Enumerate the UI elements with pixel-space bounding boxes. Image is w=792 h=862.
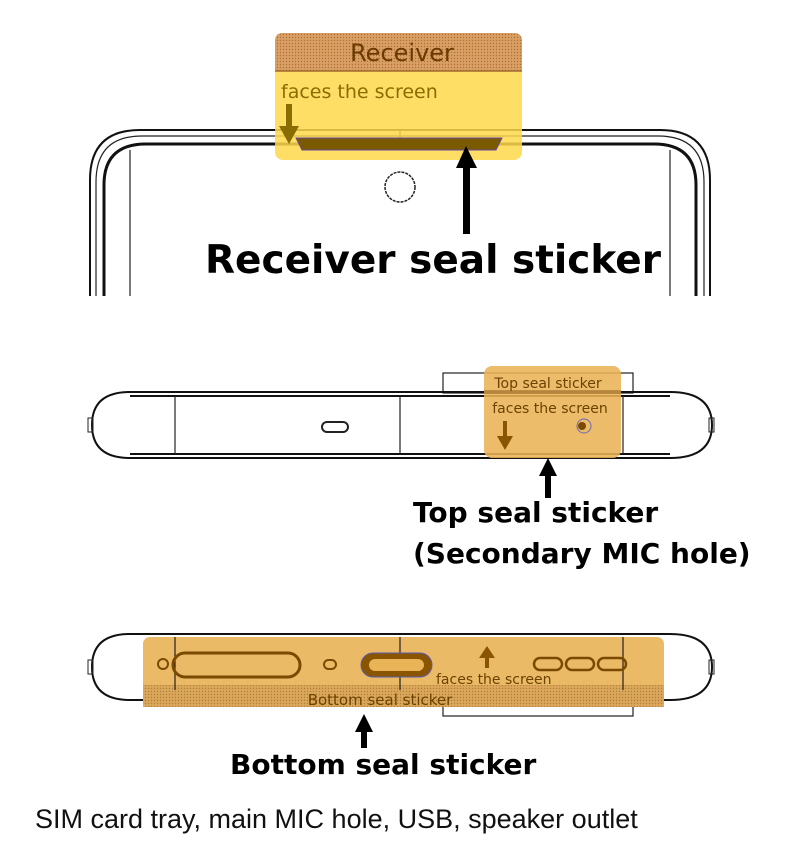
arrow-down-icon <box>497 421 513 450</box>
receiver-slot <box>295 137 503 151</box>
top-slot-icon <box>321 421 349 433</box>
secondary-mic-hole-icon <box>576 418 592 434</box>
main-mic-hole-icon <box>323 659 337 670</box>
bottom-caption: SIM card tray, main MIC hole, USB, speak… <box>35 804 638 834</box>
arrow-down-icon <box>279 104 299 144</box>
top-pointer-arrow <box>539 458 557 498</box>
receiver-pointer-arrow <box>456 146 477 234</box>
receiver-seal-label: Receiver seal sticker <box>205 238 662 283</box>
top-faces-note: faces the screen <box>492 401 608 417</box>
receiver-sticker: Receiver faces the screen <box>275 33 522 160</box>
bottom-sticker: faces the screen Bottom seal sticker <box>143 637 664 709</box>
top-sticker: Top seal sticker faces the screen <box>484 366 621 458</box>
bottom-seal-label: Bottom seal sticker <box>230 748 537 781</box>
speaker-outlet-icon <box>564 656 596 672</box>
receiver-sticker-title: Receiver <box>350 39 454 67</box>
top-sticker-title: Top seal sticker <box>493 376 601 392</box>
sim-tray-icon <box>171 651 302 679</box>
speaker-outlet-icon <box>596 656 628 672</box>
front-camera-icon <box>384 171 416 203</box>
bottom-pointer-arrow <box>355 714 373 748</box>
top-seal-sublabel: (Secondary MIC hole) <box>413 537 751 570</box>
top-seal-label: Top seal sticker <box>413 496 658 529</box>
bottom-faces-note: faces the screen <box>436 672 552 688</box>
receiver-faces-note: faces the screen <box>281 81 438 103</box>
bottom-sticker-title: Bottom seal sticker <box>308 691 453 709</box>
speaker-outlet-icon <box>532 656 564 672</box>
arrow-up-icon <box>479 646 495 668</box>
